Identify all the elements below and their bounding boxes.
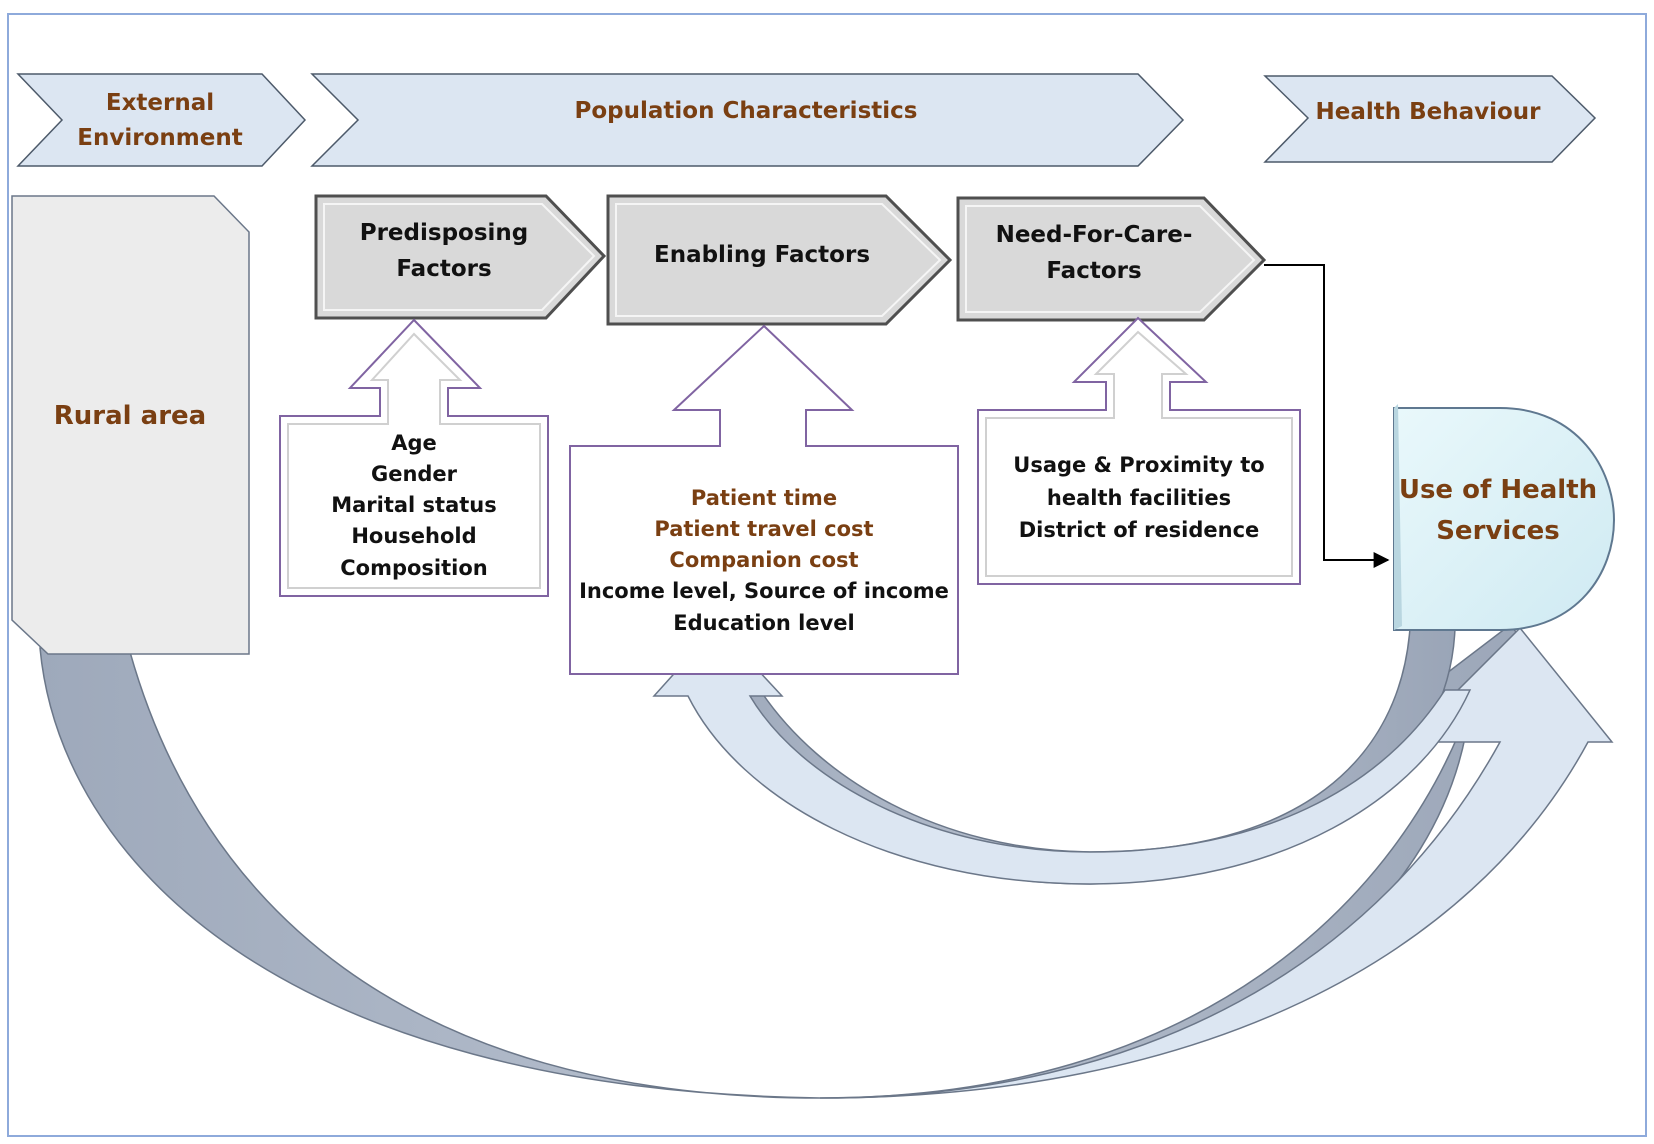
enabling-item-1: Income level, Source of income [579, 579, 949, 603]
enabling-highlight-item-2: Patient travel cost [654, 517, 873, 541]
enabling-item-2: Education level [673, 611, 854, 635]
enabling-items-box [569, 324, 959, 675]
external-environment-chevron [16, 73, 307, 167]
external-environment-label-1: External [106, 90, 214, 116]
predisposing-item-5: Composition [340, 556, 488, 580]
predisposing-factors-arrow-inner [323, 203, 596, 311]
enabling-highlight-item-3: Companion cost [669, 548, 858, 572]
need-item-2: health facilities [1047, 486, 1231, 510]
rural-area-box [11, 195, 250, 655]
predisposing-item-2: Gender [371, 462, 458, 486]
need-for-care-factors-arrow [956, 196, 1267, 322]
need-item-1: Usage & Proximity to [1013, 453, 1264, 477]
predisposing-factors-label-2: Factors [396, 256, 491, 282]
need-items-box-inner [985, 330, 1293, 577]
rural-to-services-curved-arrow-grey [39, 623, 1582, 1099]
need-items-box [977, 316, 1301, 585]
enabling-factors-label: Enabling Factors [654, 242, 870, 268]
need-for-care-factors-arrow-inner [965, 205, 1256, 313]
need-item-3: District of residence [1019, 518, 1260, 542]
enabling-factors-arrow-inner [615, 203, 942, 317]
predisposing-item-1: Age [391, 431, 437, 455]
outer-frame [7, 13, 1647, 1137]
predisposing-items-box-inner [287, 332, 541, 589]
need-to-services-connector [1264, 264, 1390, 568]
rural-to-services-curved-arrow-light [819, 626, 1614, 1099]
use-of-health-services-label-1: Use of Health [1399, 475, 1597, 505]
need-for-care-factors-label-1: Need-For-Care- [996, 222, 1193, 248]
population-characteristics-chevron [310, 73, 1185, 167]
services-to-enabling-feedback-arrow [652, 624, 1472, 885]
rural-area-label: Rural area [54, 401, 206, 431]
predisposing-factors-arrow [314, 194, 607, 320]
use-of-health-services-bevel [1394, 404, 1402, 630]
use-of-health-services-label-2: Services [1436, 516, 1560, 546]
predisposing-item-4: Household [351, 524, 476, 548]
use-of-health-services-box [1393, 407, 1616, 631]
need-for-care-factors-label-2: Factors [1046, 258, 1141, 284]
enabling-factors-arrow [606, 194, 953, 326]
predisposing-items-box [279, 318, 549, 597]
health-behaviour-label: Health Behaviour [1315, 99, 1541, 125]
population-characteristics-label: Population Characteristics [575, 98, 918, 124]
health-behaviour-chevron [1263, 75, 1597, 163]
predisposing-factors-label-1: Predisposing [360, 220, 529, 246]
enabling-highlight-item-1: Patient time [691, 486, 837, 510]
external-environment-label-2: Environment [77, 125, 242, 151]
predisposing-item-3: Marital status [331, 493, 497, 517]
